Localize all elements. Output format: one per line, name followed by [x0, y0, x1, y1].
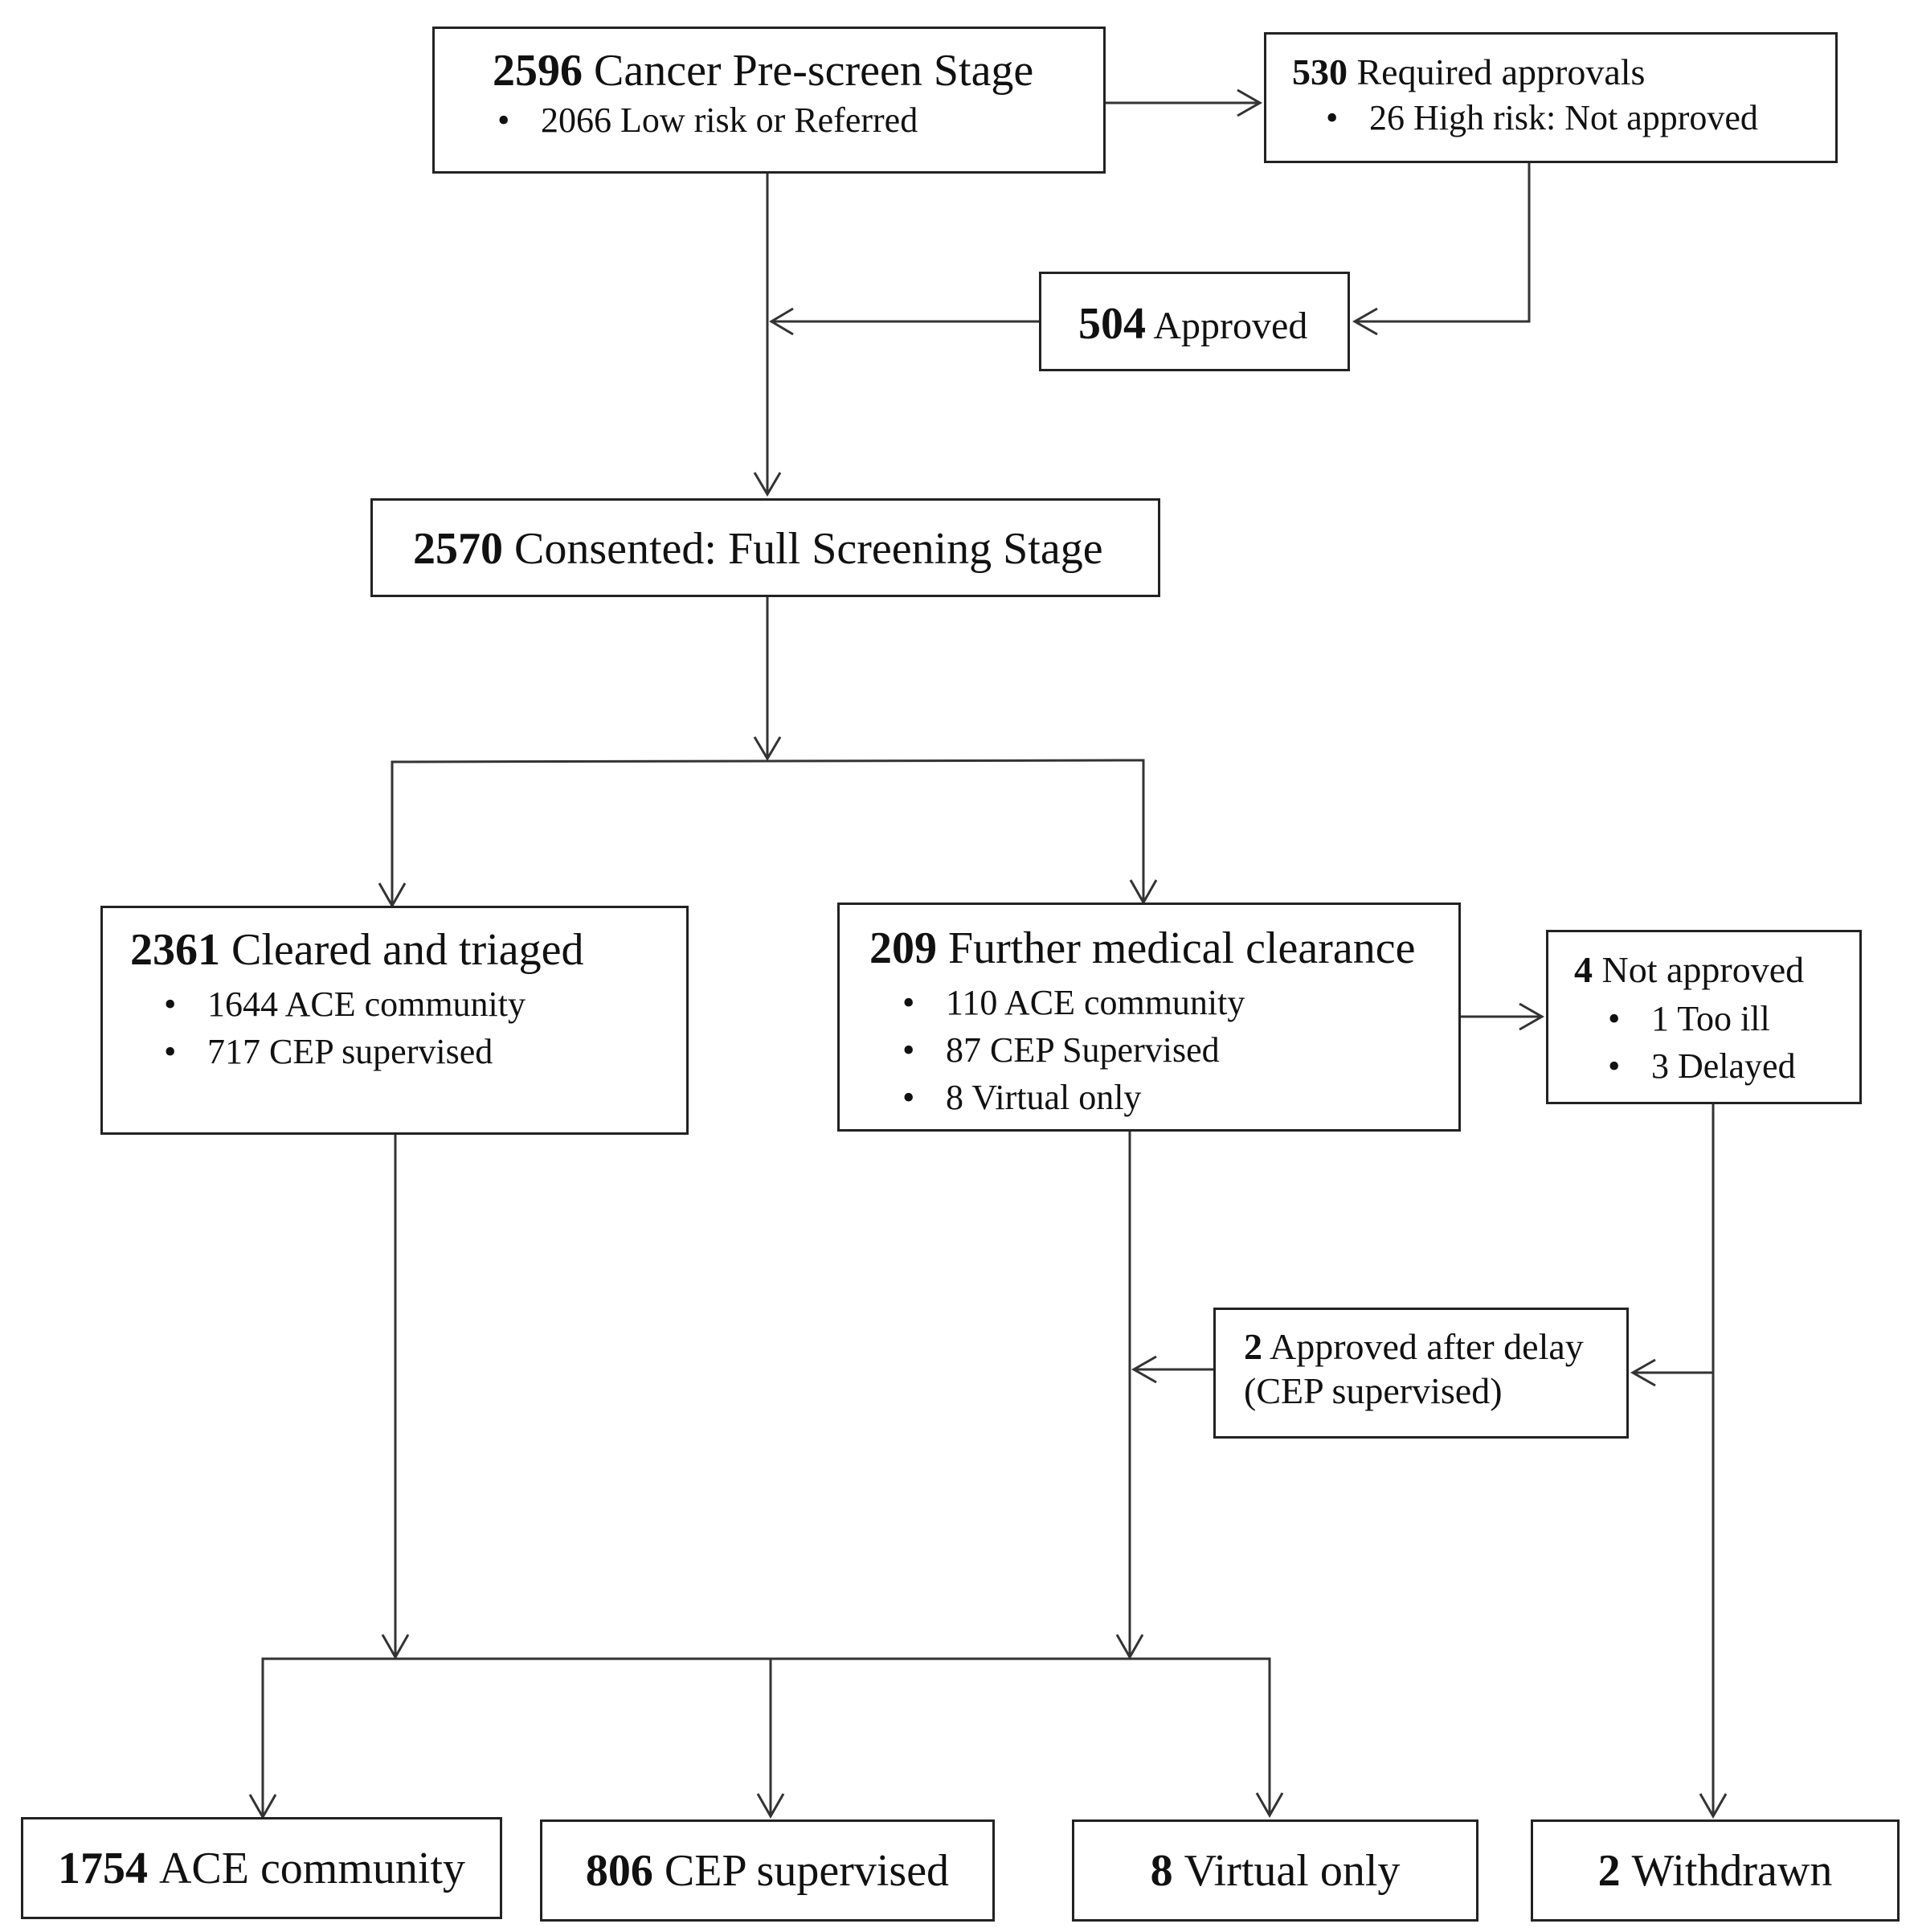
outcome-ace-community-box: 1754 ACE community [21, 1817, 502, 1919]
arrowhead [1115, 1634, 1144, 1660]
further-clearance-box: 209 Further medical clearance 110 ACE co… [837, 903, 1461, 1132]
arrowhead [1237, 88, 1263, 117]
consented-label: Consented: Full Screening Stage [514, 524, 1103, 574]
further-count: 209 [869, 923, 937, 973]
not-approved-item: 3 Delayed [1608, 1042, 1795, 1090]
required-approvals-box: 530 Required approvals 26 High risk: Not… [1264, 32, 1838, 163]
consented-title: 2570 Consented: Full Screening Stage [413, 523, 1103, 575]
not-approved-list: 1 Too ill 3 Delayed [1608, 995, 1796, 1090]
outcome-cep-supervised-box: 806 CEP supervised [540, 1819, 995, 1922]
further-title: 209 Further medical clearance [869, 923, 1415, 974]
outcome-count: 2 [1597, 1845, 1621, 1896]
prescreen-title: 2596 Cancer Pre-screen Stage [493, 45, 1033, 96]
arrowhead [1699, 1793, 1728, 1819]
outcome-count: 806 [585, 1845, 653, 1896]
arrowhead [1131, 1355, 1157, 1384]
arrowhead [1519, 1002, 1545, 1031]
not-approved-label: Not approved [1601, 949, 1805, 990]
arrowhead [381, 1634, 410, 1660]
arrowhead [1630, 1358, 1656, 1387]
outcome-label: Withdrawn [1631, 1845, 1833, 1896]
further-label: Further medical clearance [948, 923, 1416, 973]
not-approved-box: 4 Not approved 1 Too ill 3 Delayed [1546, 930, 1862, 1104]
connector-merge-distribution [261, 1657, 1271, 1817]
approved-box: 504 Approved [1039, 272, 1350, 371]
delay-count: 2 [1244, 1326, 1262, 1367]
consented-box: 2570 Consented: Full Screening Stage [370, 498, 1160, 597]
arrowhead [1255, 1792, 1284, 1819]
not-approved-item: 1 Too ill [1608, 995, 1796, 1042]
required-list: 26 High risk: Not approved [1326, 97, 1758, 138]
prescreen-list: 2066 Low risk or Referred [497, 100, 918, 141]
arrowhead [756, 1793, 785, 1819]
required-label: Required approvals [1356, 51, 1646, 92]
further-list: 110 ACE community 87 CEP Supervised 8 Vi… [902, 979, 1245, 1121]
approved-count: 504 [1078, 299, 1146, 349]
not-approved-title: 4 Not approved [1574, 948, 1804, 991]
prescreen-label: Cancer Pre-screen Stage [594, 46, 1034, 96]
arrowhead [1352, 307, 1378, 336]
outcome-count: 8 [1150, 1845, 1173, 1896]
prescreen-item: 2066 Low risk or Referred [497, 100, 918, 141]
cleared-item: 1644 ACE community [164, 980, 526, 1028]
cleared-count: 2361 [130, 925, 220, 975]
delay-title: 2 Approved after delay(CEP supervised) [1244, 1324, 1584, 1413]
consented-count: 2570 [413, 524, 503, 574]
arrowhead [753, 472, 782, 497]
connector-required-approved [1355, 163, 1531, 323]
cleared-label: Cleared and triaged [231, 925, 584, 975]
approved-after-delay-box: 2 Approved after delay(CEP supervised) [1213, 1308, 1629, 1439]
approved-label: Approved [1153, 305, 1308, 347]
outcome-count: 1754 [57, 1843, 148, 1893]
delay-label: Approved after delay [1269, 1326, 1584, 1367]
approved-title: 504 Approved [1078, 298, 1307, 350]
further-item: 110 ACE community [902, 979, 1245, 1026]
cleared-triaged-box: 2361 Cleared and triaged 1644 ACE commun… [100, 906, 689, 1135]
delay-sub: (CEP supervised) [1244, 1370, 1503, 1411]
cleared-list: 1644 ACE community 717 CEP supervised [164, 980, 526, 1075]
outcome-label: CEP supervised [664, 1845, 950, 1896]
connector-split-branches [391, 759, 1145, 906]
arrowhead [753, 736, 782, 761]
further-item: 8 Virtual only [902, 1074, 1245, 1121]
cleared-item: 717 CEP supervised [164, 1028, 526, 1075]
required-title: 530 Required approvals [1292, 51, 1645, 93]
arrowhead [769, 307, 794, 336]
required-item: 26 High risk: Not approved [1326, 97, 1758, 138]
cleared-title: 2361 Cleared and triaged [130, 924, 583, 976]
required-count: 530 [1292, 51, 1348, 92]
prescreen-count: 2596 [493, 46, 583, 96]
outcome-label: ACE community [158, 1843, 466, 1893]
outcome-virtual-only-box: 8 Virtual only [1072, 1819, 1478, 1922]
outcome-withdrawn-box: 2 Withdrawn [1531, 1819, 1900, 1922]
not-approved-count: 4 [1574, 949, 1593, 990]
outcome-label: Virtual only [1184, 1845, 1401, 1896]
further-item: 87 CEP Supervised [902, 1026, 1245, 1074]
prescreen-stage-box: 2596 Cancer Pre-screen Stage 2066 Low ri… [432, 27, 1106, 174]
